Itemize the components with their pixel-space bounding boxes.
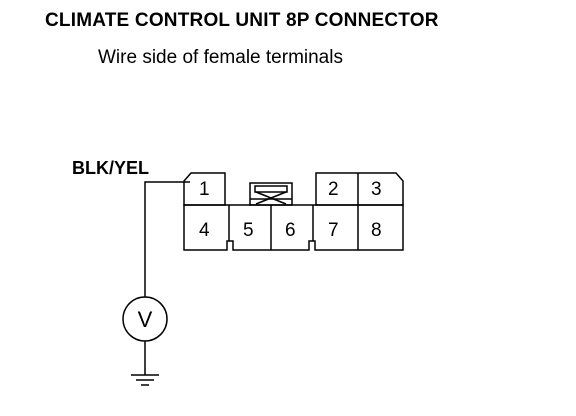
diagram-subtitle: Wire side of female terminals bbox=[98, 47, 343, 68]
ground-icon bbox=[131, 374, 159, 386]
voltmeter-icon: V bbox=[122, 296, 168, 342]
diagram-title: CLIMATE CONTROL UNIT 8P CONNECTOR bbox=[45, 10, 439, 31]
connector-lock-icon bbox=[249, 182, 293, 206]
pin-2: 2 bbox=[328, 179, 339, 200]
pin-8: 8 bbox=[371, 220, 382, 241]
pin-3: 3 bbox=[371, 179, 382, 200]
voltmeter-symbol: V bbox=[138, 307, 153, 332]
wire-color-label: BLK/YEL bbox=[72, 158, 150, 178]
pin-numbers: 1 2 3 4 5 6 7 8 bbox=[199, 179, 382, 241]
pin-4: 4 bbox=[199, 220, 210, 241]
pin-5: 5 bbox=[243, 220, 254, 241]
pin-6: 6 bbox=[285, 220, 296, 241]
connector-body bbox=[183, 172, 404, 251]
pin-7: 7 bbox=[328, 220, 339, 241]
probe-wire bbox=[144, 181, 190, 297]
pin-1: 1 bbox=[199, 179, 210, 200]
